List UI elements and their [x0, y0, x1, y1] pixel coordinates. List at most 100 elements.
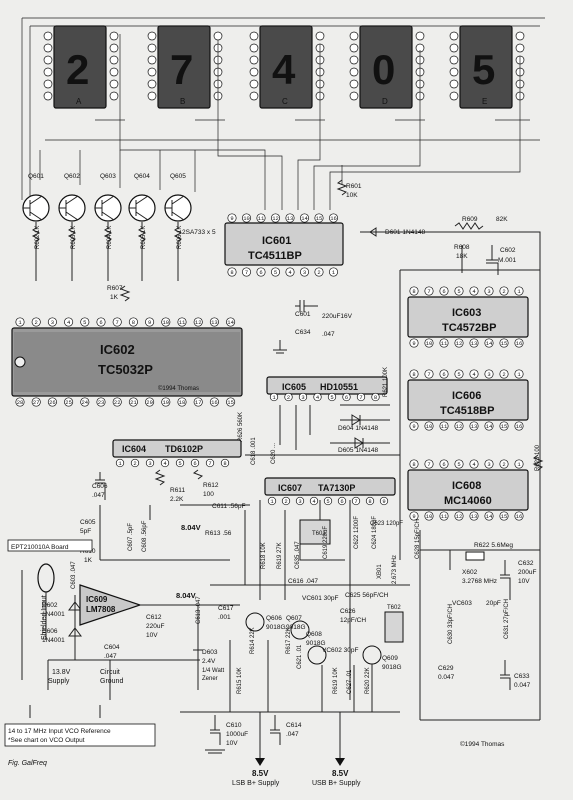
- c601-capacitor: C601 220uF16V C634 .047: [273, 300, 353, 354]
- c613-label: C613 .047: [196, 596, 202, 624]
- ic603-chip: IC603 TC4572BP: [407, 296, 529, 338]
- pin-number: 6: [345, 394, 348, 401]
- x602-value: 3.2768 MHz: [462, 578, 497, 585]
- ic602-chip: IC602 TC5032P ©1994 Thomas: [11, 327, 243, 397]
- c619-label: C619 220uF: [323, 526, 329, 559]
- pin-number: 7: [245, 269, 248, 276]
- pin-number: 14: [486, 340, 493, 347]
- r608-label: R608: [454, 244, 470, 251]
- pin-number: 5: [83, 319, 86, 326]
- ic601-part: TC4511BP: [248, 250, 302, 262]
- q607-value: 9018G: [286, 624, 306, 631]
- c605-value: 5pF: [80, 528, 91, 535]
- ic607-ref: IC607: [278, 483, 302, 493]
- pin-number: 13: [471, 423, 478, 430]
- c626-label: C626: [340, 608, 356, 615]
- d603-label: D603: [202, 649, 218, 656]
- pin-number: 3: [487, 288, 490, 295]
- pin-number: 6: [340, 498, 343, 505]
- transistor-note: 2SA733 x 5: [182, 229, 216, 236]
- pin-number: 1: [332, 269, 336, 276]
- pin-number: 4: [67, 319, 71, 326]
- pin-number: 5: [326, 498, 329, 505]
- c625-label: C625 56pF/CH: [345, 592, 389, 599]
- d603-value: 2.4V: [202, 658, 216, 665]
- pin-number: 1: [18, 319, 22, 326]
- c630-label: C630 33pF/CH: [448, 604, 454, 644]
- r607-label: R607: [107, 285, 123, 292]
- pin-number: 1: [270, 498, 274, 505]
- pin-number: 1: [118, 460, 122, 467]
- c616-label: C616 .047: [288, 578, 318, 585]
- pin-number: 15: [501, 340, 508, 347]
- c634-value: .047: [322, 331, 335, 338]
- led-display-a: 2A: [43, 25, 119, 109]
- ic609-ref: IC609: [86, 595, 108, 604]
- c610-value: 1000uF: [226, 731, 248, 738]
- c628-label: C628 15pF/CH: [415, 519, 421, 559]
- r611-label: R611: [170, 487, 185, 494]
- c627-label: C627 .01: [347, 669, 353, 694]
- d605-label: D605 1N4148: [338, 447, 378, 454]
- pin-number: 9: [382, 498, 385, 505]
- r626-label: R626 560K: [238, 412, 244, 442]
- pin-number: 21: [130, 399, 137, 406]
- pin-number: 15: [501, 513, 508, 520]
- pin-number: 18: [179, 399, 186, 406]
- ic608-part: MC14060: [444, 495, 492, 507]
- r601-value: 10K: [346, 192, 358, 199]
- r614-label: R614 22K: [250, 627, 256, 654]
- r610-value: 1K: [84, 557, 93, 564]
- resistor-label: R606 1K: [177, 226, 183, 249]
- c634-label: C634: [295, 329, 311, 336]
- pin-number: 28: [17, 399, 24, 406]
- pin-number: 4: [312, 498, 316, 505]
- c612-label: C612: [146, 614, 162, 621]
- pin-number: 13: [287, 215, 294, 222]
- usb-supply: USB B+ Supply: [312, 780, 361, 787]
- ic604-part: TD6102P: [165, 444, 203, 454]
- resistor-label: R603 1K: [71, 226, 77, 249]
- lsb-voltage: 8.5V: [252, 769, 269, 778]
- c632-value-2: 10V: [518, 578, 530, 585]
- note-line-1: 14 to 17 MHz Input VCO Reference: [8, 728, 111, 735]
- pin-number: 11: [441, 513, 448, 520]
- transistor-label: Q603: [100, 173, 116, 180]
- c601-label: C601: [295, 311, 311, 318]
- r621-label: R621 100K: [383, 367, 389, 397]
- q609-label: Q609: [382, 655, 398, 662]
- pin-number: 5: [457, 288, 460, 295]
- r619-label: R619 27K: [277, 542, 283, 569]
- r620-label: R620 22K: [365, 667, 371, 694]
- pin-number: 12: [456, 513, 463, 520]
- pin-number: 11: [179, 319, 186, 326]
- pin-number: 8: [368, 498, 371, 505]
- ic604-chip: IC604 TD6102P: [112, 439, 242, 458]
- transistor-label: Q601: [28, 173, 44, 180]
- r608-value: 18K: [456, 253, 468, 260]
- ic605-diodes: R626 560K C620 ... D604 1N4148 D605 1N41…: [238, 367, 400, 464]
- ic605-ref: IC605: [282, 382, 306, 392]
- pin-number: 7: [427, 371, 430, 378]
- resistor-label: R605 1K: [141, 226, 147, 249]
- display-letter: B: [180, 97, 185, 106]
- pin-number: 4: [316, 394, 320, 401]
- c614-label: C614: [286, 722, 302, 729]
- pin-number: 4: [472, 461, 476, 468]
- q608-label: Q608: [306, 631, 322, 638]
- input-section: EPT210010A Board C603 .047 Shielded Inpu…: [4, 539, 240, 767]
- pin-number: 4: [472, 371, 476, 378]
- r623-label: R623 100: [535, 444, 541, 471]
- display-bus-wires: [21, 17, 545, 210]
- display-digit: 4: [272, 46, 296, 93]
- pin-number: 2: [502, 371, 505, 378]
- pin-number: 22: [114, 399, 121, 406]
- q608-value: 9018G: [306, 640, 326, 647]
- c611-label: C611 .56pF: [212, 503, 246, 510]
- pin-number: 15: [316, 215, 323, 222]
